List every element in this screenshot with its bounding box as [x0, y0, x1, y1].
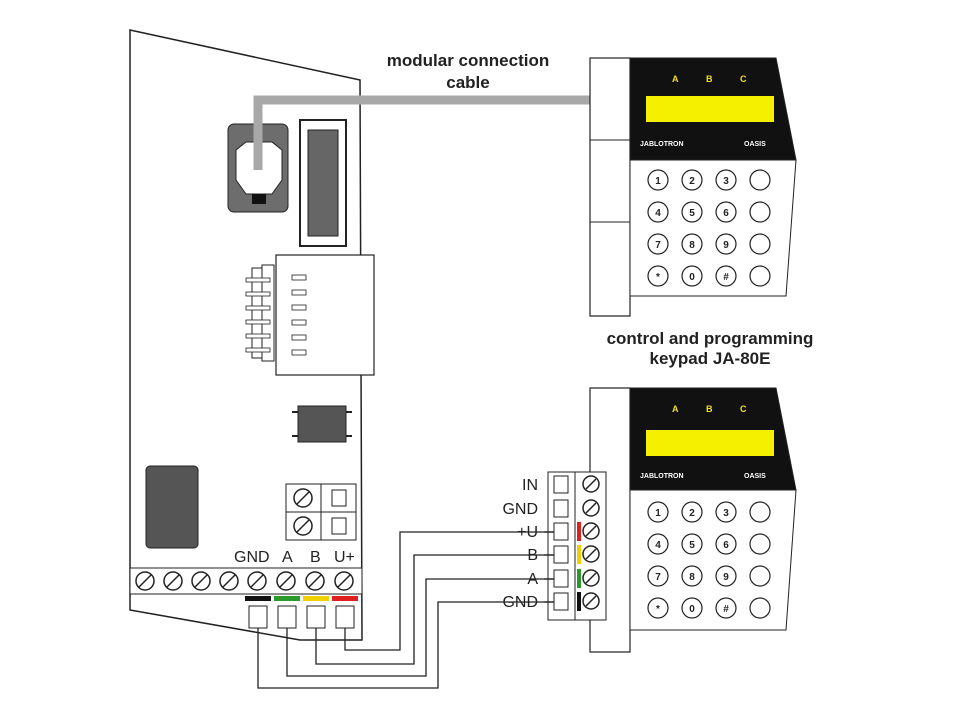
- keypad-terminal-label-gnd-top: GND: [502, 501, 538, 518]
- keypad-terminal-block: [547, 471, 607, 621]
- cable-label-line1: modular connection: [387, 51, 549, 70]
- keypad-top-key-9: 9: [723, 240, 729, 251]
- keypad-top-header-key-a: A: [672, 74, 679, 84]
- keypad-bottom-display: [646, 430, 774, 456]
- keypad-bottom-key-0: 0: [689, 604, 695, 615]
- keypad-bottom-key-3: 3: [723, 508, 729, 519]
- keypad-top-key-6: 6: [723, 208, 729, 219]
- ic-chip: [292, 405, 352, 443]
- wire-a: [286, 578, 554, 677]
- keypad-top-key-7: 7: [655, 240, 661, 251]
- keypad-bottom-header-key-a: A: [672, 404, 679, 414]
- main-terminal-label-gnd: GND: [234, 549, 270, 566]
- keypad-top-key-3: 3: [723, 176, 729, 187]
- modular-connection-cable: [253, 95, 592, 170]
- keypad-label-line2: keypad JA-80E: [650, 349, 771, 368]
- bus-wires: [257, 531, 554, 689]
- keypad-bottom-key-8: 8: [689, 572, 695, 583]
- keypad-bottom-key-4: 4: [655, 540, 661, 551]
- keypad-bottom: A B C JABLOTRON OASIS 1 2 3 4 5 6 7 8 9 …: [547, 387, 797, 653]
- keypad-bottom-header-key-c: C: [740, 404, 747, 414]
- main-terminal-label-a: A: [282, 549, 293, 566]
- keypad-top-key-0: 0: [689, 272, 695, 283]
- keypad-bottom-key-star: *: [656, 604, 660, 615]
- keypad-top-display: [646, 96, 774, 122]
- connector-slot: [299, 119, 347, 247]
- main-terminal-label-b: B: [310, 549, 321, 566]
- control-panel-board: GND A B U+: [129, 29, 375, 641]
- keypad-bottom-key-9: 9: [723, 572, 729, 583]
- keypad-bottom-brand-left: JABLOTRON: [640, 473, 684, 480]
- main-terminal-strip: [129, 567, 363, 629]
- keypad-bottom-key-2: 2: [689, 508, 695, 519]
- wire-u-plus: [344, 531, 554, 651]
- keypad-top-header-key-c: C: [740, 74, 747, 84]
- keypad-bottom-keys: 1 2 3 4 5 6 7 8 9 * 0 #: [647, 501, 771, 619]
- keypad-bottom-key-7: 7: [655, 572, 661, 583]
- keypad-top-key-5: 5: [689, 208, 695, 219]
- keypad-top: A B C JABLOTRON OASIS 1 2 3 4 5 6 7 8 9 …: [589, 57, 797, 317]
- capacitor-block: [145, 465, 199, 549]
- keypad-top-brand-right: OASIS: [744, 141, 766, 148]
- keypad-top-key-8: 8: [689, 240, 695, 251]
- keypad-bottom-key-hash: #: [723, 604, 729, 615]
- keypad-top-key-2: 2: [689, 176, 695, 187]
- keypad-top-key-hash: #: [723, 272, 729, 283]
- main-terminal-label-u-plus: U+: [334, 549, 355, 566]
- keypad-bottom-key-5: 5: [689, 540, 695, 551]
- keypad-bottom-key-1: 1: [655, 508, 661, 519]
- cable-label-line2: cable: [446, 73, 489, 92]
- keypad-top-key-star: *: [656, 272, 660, 283]
- keypad-terminal-label-in: IN: [522, 477, 538, 494]
- keypad-top-brand-left: JABLOTRON: [640, 141, 684, 148]
- keypad-bottom-brand-right: OASIS: [744, 473, 766, 480]
- keypad-bottom-header-key-b: B: [706, 404, 713, 414]
- keypad-bottom-key-6: 6: [723, 540, 729, 551]
- keypad-label-line1: control and programming: [607, 329, 814, 348]
- keypad-top-header-key-b: B: [706, 74, 713, 84]
- wire-b: [315, 554, 554, 665]
- keypad-top-key-1: 1: [655, 176, 661, 187]
- pin-header: [245, 254, 375, 376]
- wire-gnd: [257, 601, 554, 689]
- keypad-top-keys: 1 2 3 4 5 6 7 8 9 * 0 #: [647, 169, 771, 287]
- aux-terminal-block: [285, 483, 357, 541]
- keypad-top-key-4: 4: [655, 208, 661, 219]
